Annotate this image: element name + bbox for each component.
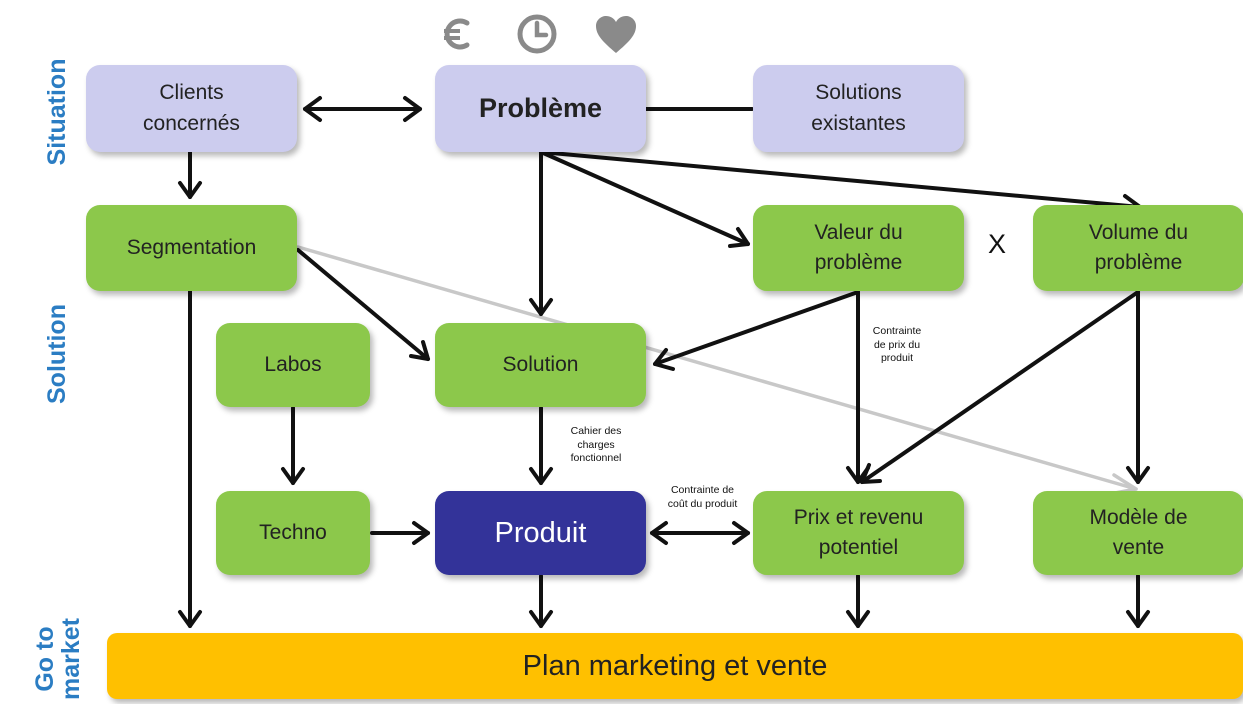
modele-de-vente-box: Modèle de vente	[1033, 491, 1243, 575]
produit-box: Produit	[435, 491, 646, 575]
clients-concernes-box: Clients concernés	[86, 65, 297, 152]
arrow-valeur-solution	[653, 290, 860, 371]
arrow-volume-modele	[1126, 290, 1150, 484]
volume-du-probleme-box: Volume du problème	[1033, 205, 1243, 291]
contrainte-prix-note: Contrainte de prix du produit	[872, 325, 922, 365]
arrow-labos-techno	[281, 406, 305, 485]
heart-icon	[596, 16, 636, 53]
labos-box: Labos	[216, 323, 370, 407]
arrow-clients-probleme	[303, 96, 422, 122]
arrow-clients-segmentation	[178, 150, 202, 199]
contrainte-cout-note: Contrainte de coût du produit	[667, 484, 738, 510]
arrow-modele-plan	[1126, 574, 1150, 628]
techno-box: Techno	[216, 491, 370, 575]
plan-marketing-box: Plan marketing et vente	[107, 633, 1243, 699]
arrow-probleme-valeur	[539, 150, 750, 248]
solutions-existantes-box: Solutions existantes	[753, 65, 964, 152]
arrow-volume-prix	[860, 290, 1140, 484]
valeur-du-probleme-box: Valeur du problème	[753, 205, 964, 291]
arrow-techno-produit	[370, 521, 430, 545]
arrow-segmentation-solution	[296, 248, 430, 361]
arrow-probleme-solution	[529, 150, 553, 316]
euro-icon	[444, 18, 470, 50]
probleme-box: Problème	[435, 65, 646, 152]
cahier-des-charges-note: Cahier des charges fonctionnel	[570, 425, 622, 465]
multiply-sign: X	[988, 229, 1007, 259]
clock-icon	[517, 14, 557, 54]
arrow-valeur-prix	[846, 290, 870, 484]
prix-et-revenu-box: Prix et revenu potentiel	[753, 491, 964, 575]
arrow-segmentation-plan	[178, 289, 202, 628]
solution-box: Solution	[435, 323, 646, 407]
arrow-prix-plan	[846, 574, 870, 628]
arrow-produit-plan	[529, 574, 553, 628]
arrow-solution-produit	[529, 406, 553, 485]
arrow-segmentation-to-modele	[296, 245, 1138, 496]
arrow-produit-prix	[650, 521, 750, 545]
segmentation-box: Segmentation	[86, 205, 297, 291]
